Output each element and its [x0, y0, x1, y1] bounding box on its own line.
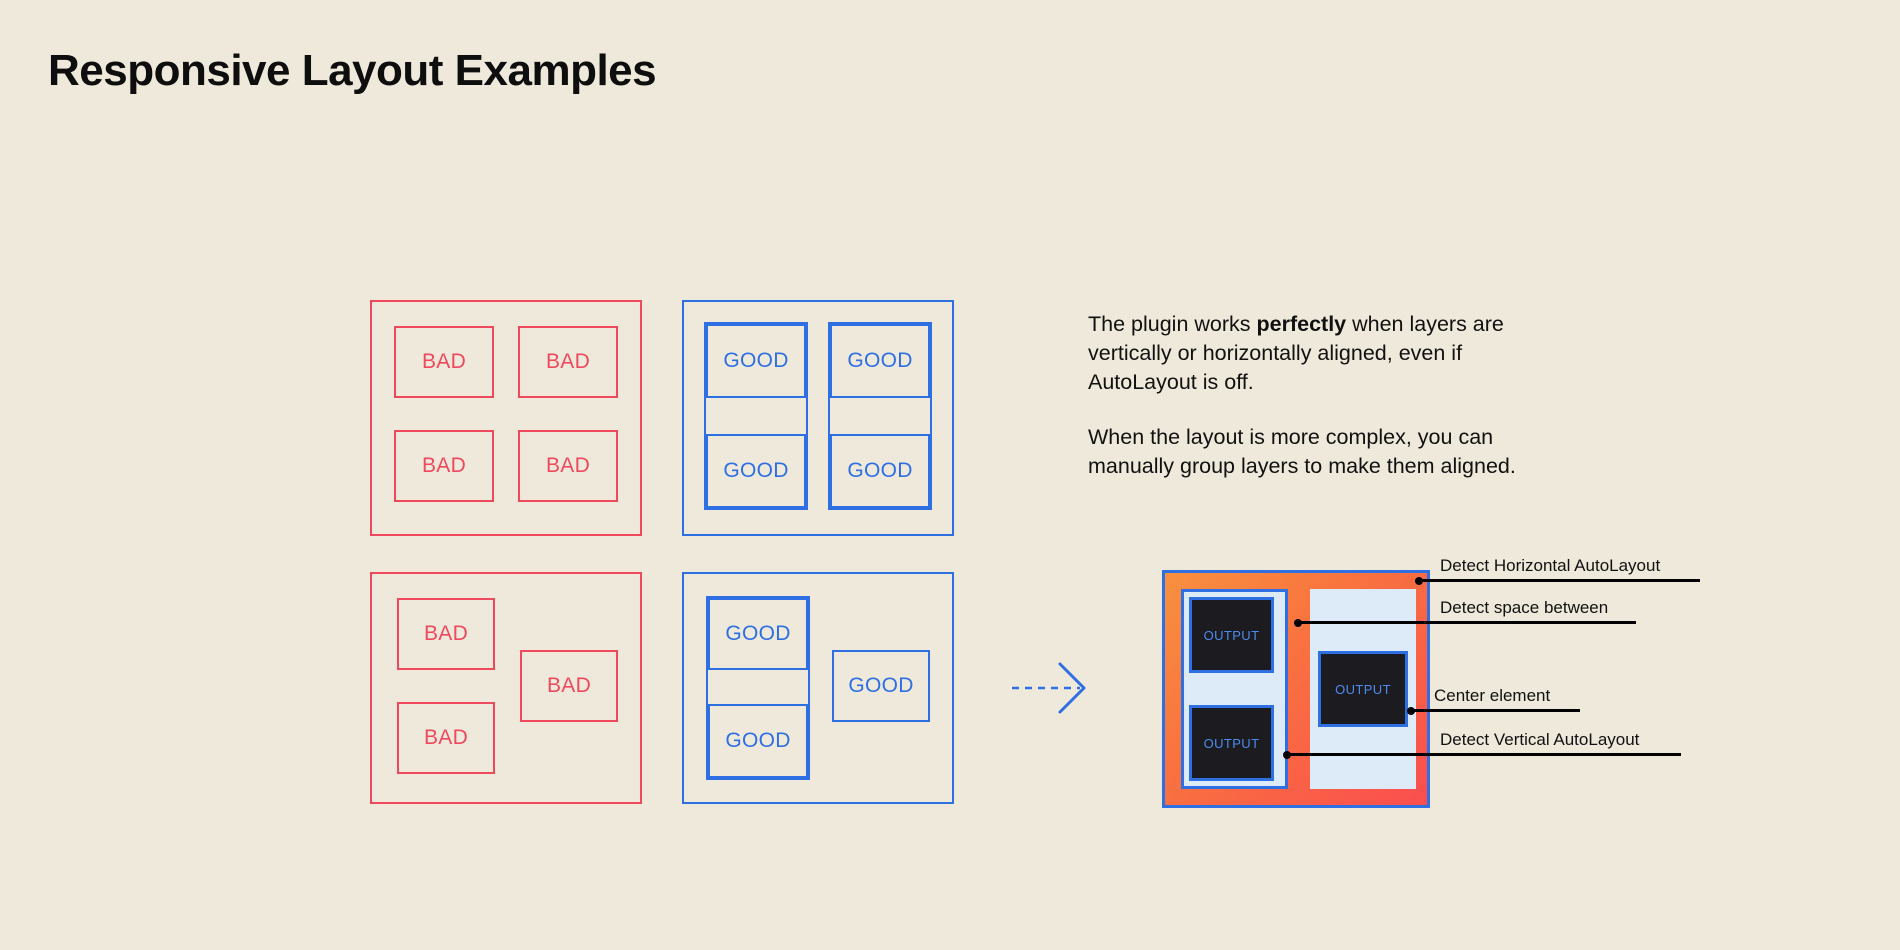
paragraph-1-tail: when layers are vertically or horizontal…	[1088, 312, 1504, 394]
paragraph-1-lead: The plugin works	[1088, 312, 1257, 336]
cell-label: GOOD	[725, 622, 791, 645]
cell-good: GOOD	[708, 704, 808, 778]
mockup-frame: OUTPUT OUTPUT OUTPUT	[1162, 570, 1430, 808]
annotation-leader-line	[1419, 579, 1700, 582]
annotation-label: Detect Vertical AutoLayout	[1440, 730, 1640, 749]
cell-label: BAD	[421, 454, 467, 477]
annotation-detect-space-between: Detect space between	[1294, 590, 1636, 627]
cell-good: GOOD	[830, 434, 930, 508]
annotation-label: Detect space between	[1440, 598, 1609, 617]
description-text: The plugin works perfectly when layers a…	[1088, 310, 1558, 481]
cell-label: BAD	[423, 622, 469, 645]
cell-label: BAD	[546, 674, 592, 697]
cell-label: GOOD	[723, 459, 789, 482]
mockup-inner: OUTPUT OUTPUT OUTPUT	[1181, 589, 1416, 789]
annotation-detect-horizontal-autolayout: Detect Horizontal AutoLayout	[1415, 548, 1700, 585]
output-box: OUTPUT	[1189, 597, 1274, 673]
annotation-endpoint-dot	[1283, 750, 1291, 759]
cell-bad: BAD	[518, 430, 618, 502]
group-frame-stacked-pair	[706, 596, 810, 780]
mockup-column-left: OUTPUT OUTPUT	[1181, 589, 1288, 789]
panel-good-grid-aligned: GOOD GOOD GOOD GOOD	[682, 300, 954, 536]
cell-bad: BAD	[394, 326, 494, 398]
cell-label: GOOD	[847, 349, 913, 372]
cell-good: GOOD	[706, 324, 806, 398]
cell-bad: BAD	[518, 326, 618, 398]
dashed-arrow-right-icon	[1012, 662, 1086, 714]
annotation-leader-line	[1411, 709, 1580, 712]
annotation-detect-vertical-autolayout: Detect Vertical AutoLayout	[1283, 722, 1681, 759]
panel-bad-complex-layout: BAD BAD BAD	[370, 572, 642, 804]
output-label: OUTPUT	[1203, 735, 1260, 751]
paragraph-1-emphasis: perfectly	[1256, 312, 1347, 336]
cell-label: GOOD	[847, 459, 913, 482]
output-label: OUTPUT	[1335, 681, 1391, 697]
cell-label: GOOD	[725, 729, 791, 752]
cell-label: BAD	[545, 350, 591, 373]
annotation-label: Center element	[1434, 686, 1551, 705]
cell-bad: BAD	[520, 650, 618, 722]
cell-label: BAD	[423, 726, 469, 749]
paragraph-1: The plugin works perfectly when layers a…	[1088, 310, 1558, 397]
annotation-endpoint-dot	[1294, 618, 1302, 627]
cell-label: GOOD	[723, 349, 789, 372]
paragraph-2: When the layout is more complex, you can…	[1088, 425, 1516, 478]
cell-bad: BAD	[397, 702, 495, 774]
annotation-center-element: Center element	[1407, 678, 1580, 715]
annotation-endpoint-dot	[1415, 576, 1423, 585]
output-label: OUTPUT	[1203, 627, 1260, 643]
group-frame-column-left	[704, 322, 808, 510]
panel-good-complex-layout: GOOD GOOD GOOD	[682, 572, 954, 804]
cell-good: GOOD	[706, 434, 806, 508]
annotation-leader-line	[1287, 753, 1681, 756]
cell-label: BAD	[421, 350, 467, 373]
output-box: OUTPUT	[1318, 651, 1408, 727]
annotation-endpoint-dot	[1407, 706, 1415, 715]
annotation-label: Detect Horizontal AutoLayout	[1440, 556, 1661, 575]
cell-bad: BAD	[394, 430, 494, 502]
cell-label: GOOD	[848, 674, 914, 697]
page-title: Responsive Layout Examples	[48, 46, 657, 95]
annotation-leader-line	[1298, 621, 1636, 624]
output-box: OUTPUT	[1189, 705, 1274, 781]
group-frame-column-right	[828, 322, 932, 510]
cell-label: BAD	[545, 454, 591, 477]
cell-good: GOOD	[708, 598, 808, 670]
cell-bad: BAD	[397, 598, 495, 670]
cell-good: GOOD	[830, 324, 930, 398]
panel-bad-grid-aligned: BAD BAD BAD BAD	[370, 300, 642, 536]
cell-good: GOOD	[832, 650, 930, 722]
